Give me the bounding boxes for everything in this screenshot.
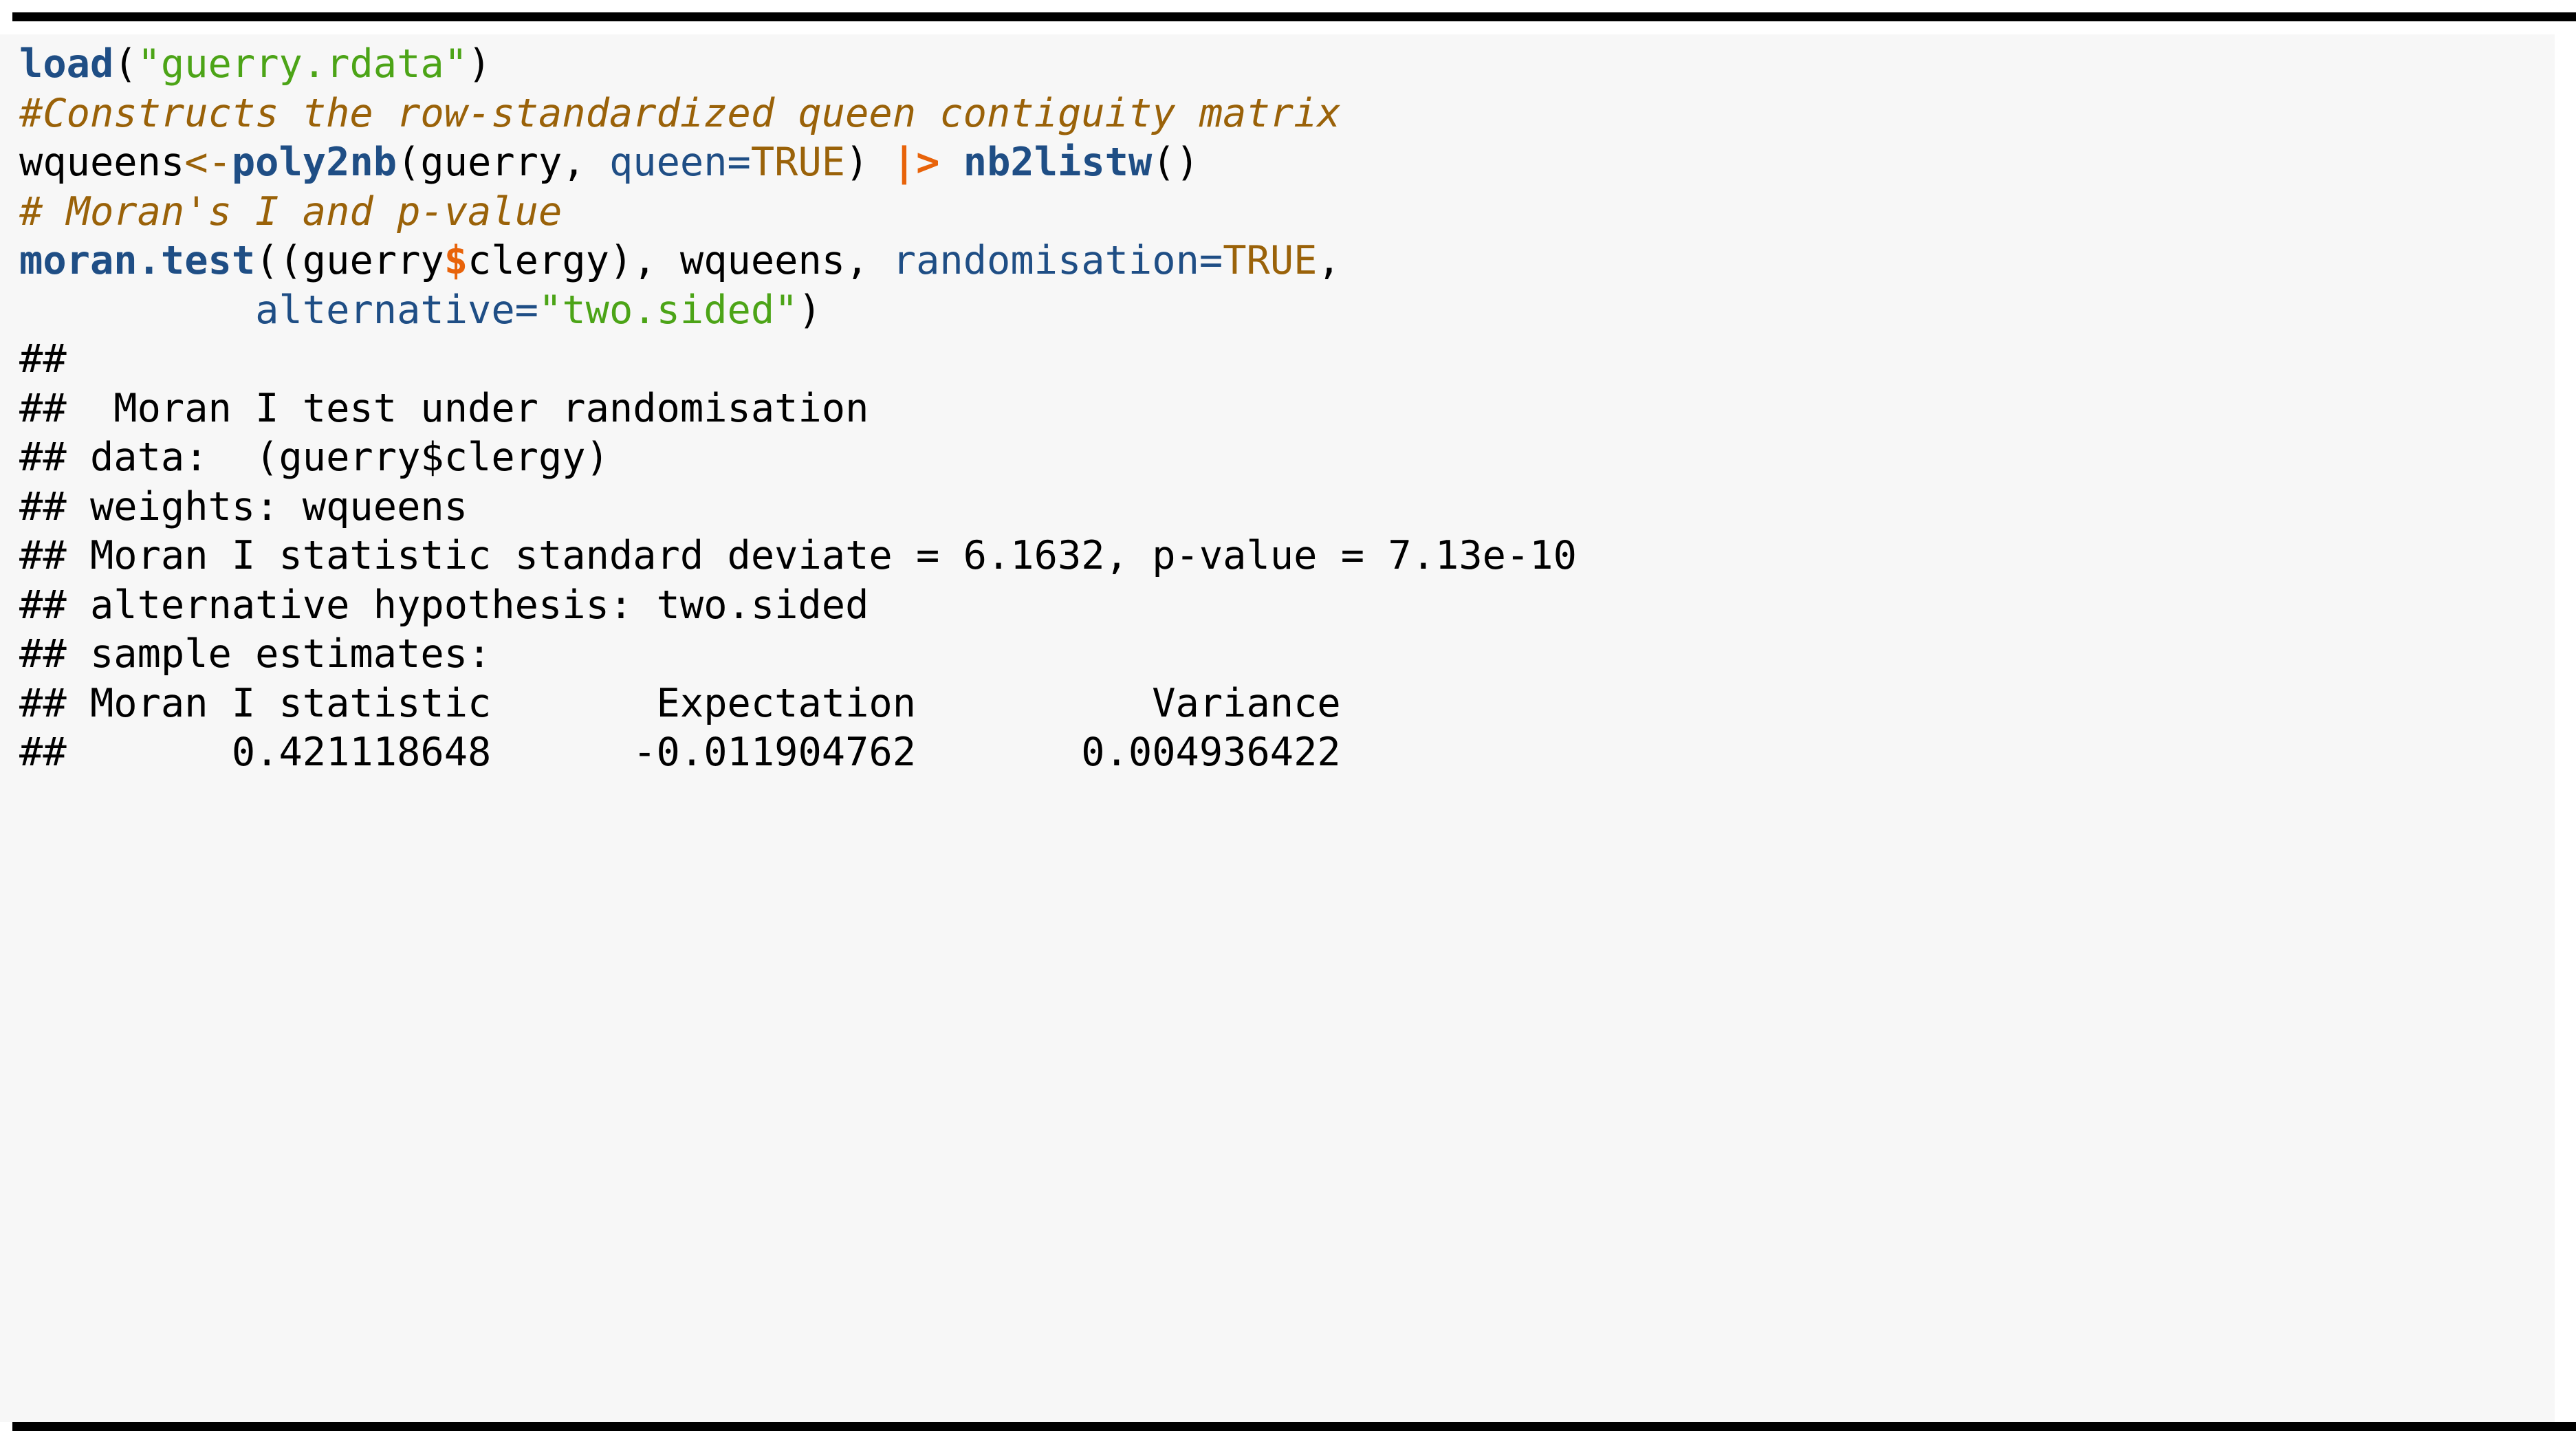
operator-token-assign: <- [184, 140, 232, 185]
indent-whitespace [19, 287, 255, 333]
function-token-nb2listw: nb2listw [963, 140, 1153, 185]
space-after-pipe [939, 140, 963, 185]
source-line-comment-queen: #Constructs the row-standardized queen c… [19, 89, 2555, 139]
source-line-moran-test: moran.test((guerry$clergy), wqueens, ran… [19, 237, 2555, 286]
source-line-comment-moran: # Moran's I and p-value [19, 188, 2555, 237]
constant-token-true-queen: TRUE [750, 140, 846, 185]
source-line-wqueens: wqueens<-poly2nb(guerry, queen=TRUE) |> … [19, 138, 2555, 188]
operator-token-equals-queen: = [727, 140, 751, 185]
argument-token-alternative: alternative [255, 287, 515, 333]
argument-token-queen: queen [609, 140, 728, 185]
punct-close-paren-moran: ) [798, 287, 822, 333]
operator-token-equals-random: = [1199, 238, 1223, 283]
output-line-estimate-headers: ## Moran I statistic Expectation Varianc… [19, 680, 1341, 726]
punct-open-paren: ( [113, 41, 138, 87]
function-token-moran-test: moran.test [19, 238, 256, 283]
function-token-poly2nb: poly2nb [231, 140, 397, 185]
source-line-load: load("guerry.rdata") [19, 40, 2555, 89]
constant-token-true-random: TRUE [1223, 238, 1318, 283]
output-line-standard-deviate: ## Moran I statistic standard deviate = … [19, 533, 1577, 578]
string-token-two-sided: "two.sided" [538, 287, 798, 333]
argument-token-randomisation: randomisation [892, 238, 1199, 283]
variable-token-wqueens: wqueens [19, 140, 185, 185]
top-rule [12, 12, 2576, 21]
args-open-guerry-clergy: ((guerry [255, 238, 444, 283]
args-open-guerry: (guerry, [397, 140, 609, 185]
args-close-paren: ) [845, 140, 893, 185]
punct-close-paren: ) [468, 41, 492, 87]
output-line-data: ## data: (guerry$clergy) [19, 435, 609, 480]
output-line-test-title: ## Moran I test under randomisation [19, 385, 869, 431]
output-line-sample-estimates: ## sample estimates: [19, 631, 492, 677]
dollar-extractor-token: $ [444, 238, 468, 283]
pipe-operator-token: |> [892, 140, 940, 185]
function-token-load: load [19, 41, 114, 87]
punct-comma-trailing: , [1317, 238, 1341, 283]
output-line-blank: ## [19, 336, 67, 382]
comment-token-moran-i: # Moran's I and p-value [19, 188, 563, 234]
operator-token-equals-alt: = [514, 287, 538, 333]
empty-parens-nb2listw: () [1152, 140, 1199, 185]
output-line-estimate-values: ## 0.421118648 -0.011904762 0.004936422 [19, 730, 1341, 775]
args-mid-clergy-wqueens: clergy), wqueens, [468, 238, 893, 283]
comment-token-constructs: #Constructs the row-standardized queen c… [19, 90, 1341, 136]
output-line-weights: ## weights: wqueens [19, 483, 468, 529]
bottom-rule [12, 1422, 2576, 1431]
output-line-alternative: ## alternative hypothesis: two.sided [19, 582, 869, 628]
source-line-alternative: alternative="two.sided") [19, 286, 2555, 336]
string-token-filename: "guerry.rdata" [137, 41, 468, 87]
code-chunk-panel: load("guerry.rdata") #Constructs the row… [0, 34, 2555, 1422]
